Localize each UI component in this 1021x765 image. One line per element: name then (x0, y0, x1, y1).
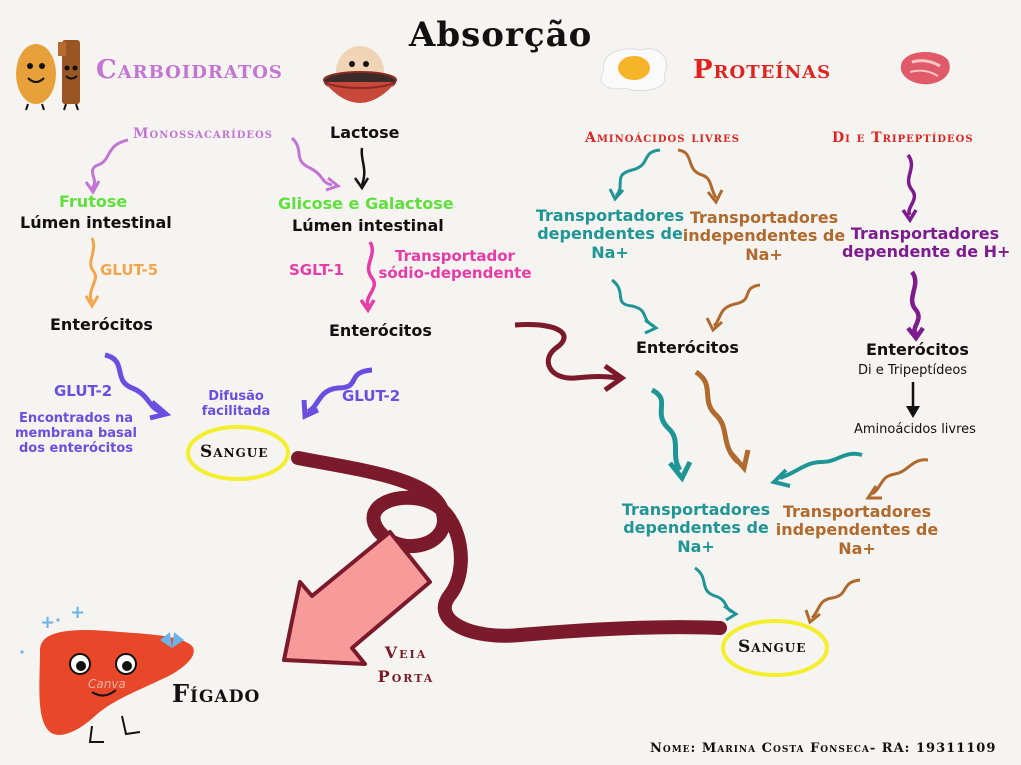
steak-icon (901, 52, 950, 84)
arrow-carb-to-prot (515, 325, 618, 379)
monossacarideos-label: Monossacarídeos (133, 126, 273, 142)
section-carboidratos: Carboidratos (96, 56, 283, 86)
arrow-aa-to-indep-na (678, 150, 716, 198)
di-tripeptideos-label: Di e Tripeptídeos (832, 130, 974, 146)
lumen-intestinal-right: Lúmen intestinal (292, 217, 444, 235)
liver-character-icon: + + (20, 602, 193, 742)
glut2-right-label: GLUT-2 (342, 388, 400, 405)
lactose-label: Lactose (330, 124, 400, 142)
arrow-dep-h-to-enterocitos (912, 272, 919, 334)
enterocitos-left: Enterócitos (50, 316, 153, 334)
svg-text:+: + (70, 602, 85, 623)
arrow-bottom-indep-na-to-sangue (812, 580, 860, 618)
sangue-right-label: Sangue (738, 638, 806, 658)
transportador-sodio-label: Transportador sódio-dependente (375, 248, 535, 283)
membrana-basal-note: Encontrados na membrana basal dos enteró… (14, 412, 138, 457)
enterocitos-prot-right: Enterócitos (866, 341, 969, 359)
arrow-mono-to-frutose (92, 140, 128, 188)
glut5-label: GLUT-5 (100, 262, 158, 279)
transp-dep-na-top: Transportadores dependentes de Na+ (530, 207, 690, 262)
arrow-indep-na-to-enterocitos (714, 285, 760, 326)
sangue-left-label: Sangue (200, 443, 268, 463)
arrow-glut5 (90, 238, 95, 302)
svg-text:+: + (40, 612, 55, 633)
transp-indep-na-top: Transportadores independentes de Na+ (682, 209, 846, 264)
enterocitos-prot-mid: Enterócitos (636, 339, 739, 357)
arrow-di-tri-to-dep-h (908, 155, 914, 215)
glicose-galactose-label: Glicose e Galactose (278, 195, 454, 213)
veia-porta-label: Veia Porta (368, 644, 444, 687)
lumen-intestinal-left: Lúmen intestinal (20, 214, 172, 232)
section-proteinas: Proteínas (693, 56, 831, 86)
arrow-enterocitos-brown-down (696, 372, 738, 462)
liver-canva-logo: Canva (88, 678, 126, 692)
figado-label: Fígado (172, 680, 260, 708)
arrow-sglt1 (367, 242, 374, 306)
arrow-aa-to-dep-na (616, 150, 660, 196)
arrow-aa-teal-to-bottom (780, 454, 862, 478)
di-tri-small-label: Di e Tripeptídeos (858, 364, 967, 379)
footer-author: Nome: Marina Costa Fonseca- RA: 19311109 (650, 742, 996, 757)
arrow-enterocitos-teal-down (652, 390, 680, 470)
arrow-aa-brown-to-bottom (872, 460, 928, 494)
fries-character-icon (58, 40, 80, 110)
aminoacidos-livres-label: Aminoácidos livres (585, 130, 740, 146)
potato-character-icon (16, 44, 56, 110)
transp-dep-na-bottom: Transportadores dependentes de Na+ (616, 501, 776, 556)
transp-indep-na-bottom: Transportadores independentes de Na+ (775, 503, 939, 558)
arrow-mono-to-glicose (292, 138, 332, 185)
arrow-bottom-dep-na-to-sangue (695, 568, 732, 612)
bowl-character-icon (324, 46, 396, 103)
arrow-lactose-down (362, 148, 365, 185)
frutose-label: Frutose (59, 193, 127, 211)
transp-dep-h: Transportadores dependente de H+ (842, 225, 1008, 262)
enterocitos-center: Enterócitos (329, 322, 432, 340)
fried-egg-icon (601, 49, 666, 91)
glut2-left-label: GLUT-2 (54, 383, 112, 400)
sglt1-label: SGLT-1 (289, 262, 344, 279)
difusao-facilitada-note: Difusão facilitada (196, 390, 276, 420)
aminoacidos-small-label: Aminoácidos livres (854, 423, 976, 438)
arrow-dep-na-to-enterocitos (612, 280, 654, 326)
page-title: Absorção (409, 16, 592, 55)
